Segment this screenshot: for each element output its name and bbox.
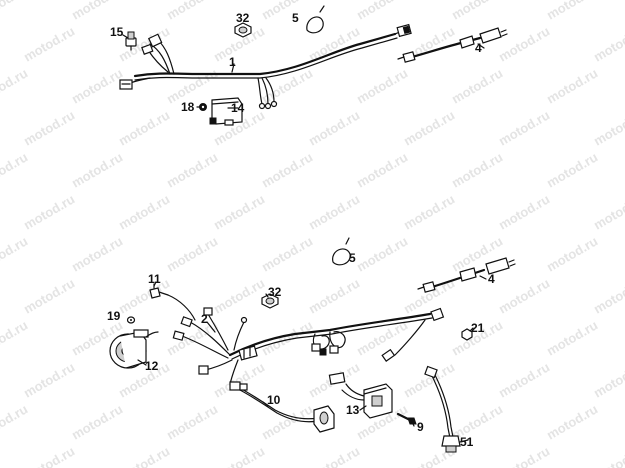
part-10-sensor-cable [229, 381, 335, 433]
part-11-sensor [149, 283, 169, 299]
callout-15: 15 [110, 25, 124, 39]
part-4-bottom-cable [417, 257, 516, 293]
callout-9: 9 [417, 420, 424, 434]
callout-51: 51 [460, 435, 474, 449]
callout-5-top: 5 [292, 11, 299, 25]
part-18-screw [199, 103, 207, 111]
part-15-switch [125, 31, 137, 51]
callout-5-bottom: 5 [349, 251, 356, 265]
part-32-bottom-nut [261, 293, 279, 309]
part-51-pressure-switch [424, 365, 461, 453]
callout-12: 12 [145, 359, 159, 373]
part-19-washer [126, 316, 136, 324]
callout-1: 1 [229, 55, 236, 69]
callout-labels: 1 2 4 4 5 5 9 10 11 12 13 14 15 18 19 21… [107, 11, 495, 449]
main-wiring-harness [119, 23, 412, 110]
callout-11: 11 [148, 272, 161, 286]
part-9-bolt [396, 412, 417, 425]
part-14-relay [209, 97, 243, 126]
callout-14: 14 [231, 101, 245, 115]
part-13-regulator [328, 372, 393, 419]
callout-32-bottom: 32 [268, 285, 282, 299]
callout-10: 10 [267, 393, 281, 407]
callout-13: 13 [346, 403, 360, 417]
part-32-top-nut [234, 22, 252, 38]
part-21-nut [461, 328, 473, 341]
leader-lines [122, 34, 487, 443]
secondary-wiring-harness [167, 294, 445, 385]
callout-21: 21 [471, 321, 485, 335]
part-4-top-cable [397, 27, 508, 63]
callout-2: 2 [201, 312, 208, 326]
part-5-top-cable-tie [306, 5, 325, 34]
part-5-bottom-cable-tie [332, 237, 351, 266]
callout-32-top: 32 [236, 11, 250, 25]
callout-4-top: 4 [475, 41, 482, 55]
callout-4-bottom: 4 [488, 272, 495, 286]
callout-18: 18 [181, 100, 195, 114]
callout-19: 19 [107, 309, 121, 323]
part-12-ignition-coil [109, 329, 159, 369]
